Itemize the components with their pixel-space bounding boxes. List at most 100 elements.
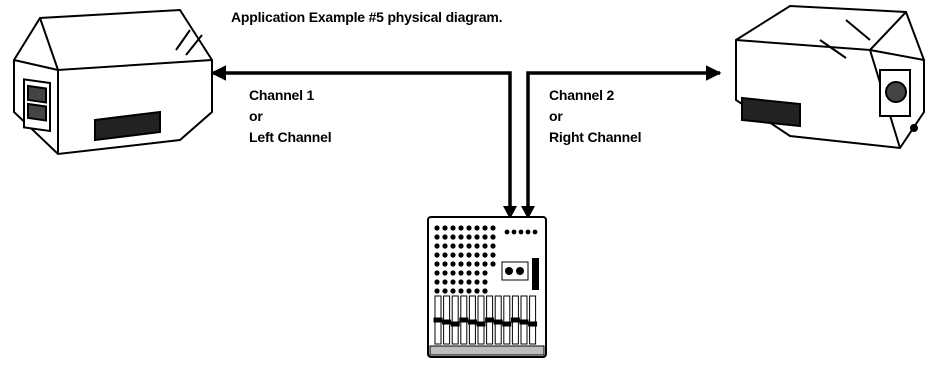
mixer-knob	[466, 261, 472, 267]
right-label-line2: or	[549, 108, 563, 124]
mixer-knob	[474, 234, 480, 240]
mixer-knob	[466, 225, 472, 231]
mixer-knob	[458, 279, 464, 285]
mixer-knob	[466, 270, 472, 276]
mixer-knob	[466, 252, 472, 258]
mixer-knob	[434, 279, 440, 285]
mixer-knob	[466, 279, 472, 285]
mixer-knob	[490, 243, 496, 249]
mixer-knob	[442, 261, 448, 267]
mixer-fader-cap	[493, 319, 503, 325]
mixer-knob	[442, 279, 448, 285]
mixer-fader-cap	[450, 321, 460, 327]
mixer-knob	[474, 288, 480, 294]
right-channel-label: Channel 2 or Right Channel	[549, 85, 641, 148]
mixer-fader-cap	[467, 319, 477, 325]
mixer-knob	[450, 225, 456, 231]
mixer-knob	[490, 234, 496, 240]
mixer-fader-strip	[503, 295, 511, 345]
left-label-line1: Channel 1	[249, 87, 315, 103]
mixer-knob	[482, 225, 488, 231]
mixer-knob	[482, 288, 488, 294]
diagram-caption: Application Example #5 physical diagram.	[231, 9, 503, 25]
mixer-knob	[482, 261, 488, 267]
mixer-fader-cap	[502, 321, 512, 327]
mixer-knob	[466, 234, 472, 240]
mixer-knob	[490, 261, 496, 267]
mixer-knob	[442, 225, 448, 231]
mixer-fader-cap	[485, 317, 495, 323]
mixer-knob	[474, 252, 480, 258]
mixer-knob	[434, 252, 440, 258]
right-speaker	[735, 4, 925, 150]
mixer-knob	[482, 243, 488, 249]
left-label-line2: or	[249, 108, 263, 124]
mixer-knob	[474, 261, 480, 267]
mixer-knob	[511, 229, 517, 235]
mixer-knob	[458, 252, 464, 258]
mixer-knob	[482, 252, 488, 258]
connection-left	[210, 65, 512, 214]
mixer-knob	[525, 229, 531, 235]
mixer-fader-strip	[451, 295, 459, 345]
right-label-line1: Channel 2	[549, 87, 615, 103]
mixer-knob	[474, 279, 480, 285]
mixer-fader-cap	[519, 319, 529, 325]
mixer-knob	[458, 225, 464, 231]
mixer-knob	[490, 252, 496, 258]
mixer-knob	[442, 288, 448, 294]
mixer-knob	[442, 243, 448, 249]
mixer-knob	[442, 252, 448, 258]
mixer-fader-cap	[476, 321, 486, 327]
mixer-knob	[458, 270, 464, 276]
connection-right-arrowhead	[521, 206, 535, 219]
mixer-knob	[474, 225, 480, 231]
mixer-knob	[450, 243, 456, 249]
mixer-knob	[434, 234, 440, 240]
mixer-fader-cap	[433, 317, 443, 323]
mixer-knob	[474, 243, 480, 249]
mixer-knob	[450, 279, 456, 285]
left-channel-label: Channel 1 or Left Channel	[249, 85, 332, 148]
mixer	[427, 216, 547, 358]
mixer-knob	[466, 288, 472, 294]
mixer-knob	[442, 270, 448, 276]
connection-right	[526, 65, 722, 214]
mixer-knob	[450, 288, 456, 294]
right-label-line3: Right Channel	[549, 129, 642, 145]
mixer-knob	[434, 243, 440, 249]
mixer-knob	[434, 261, 440, 267]
mixer-knob	[474, 270, 480, 276]
mixer-knob	[450, 252, 456, 258]
mixer-knob	[450, 270, 456, 276]
connection-left-arrowhead	[503, 206, 517, 219]
mixer-knob	[450, 261, 456, 267]
mixer-knob	[458, 261, 464, 267]
mixer-knob	[482, 270, 488, 276]
mixer-knob	[518, 229, 524, 235]
left-label-line3: Left Channel	[249, 129, 332, 145]
mixer-fader-cap	[510, 317, 520, 323]
mixer-knob	[482, 279, 488, 285]
mixer-knob	[434, 225, 440, 231]
mixer-knob	[504, 229, 510, 235]
mixer-knob	[532, 229, 538, 235]
mixer-knob	[450, 234, 456, 240]
mixer-knob	[458, 243, 464, 249]
mixer-knob	[482, 234, 488, 240]
mixer-knob	[434, 288, 440, 294]
mixer-fader-cap	[528, 321, 538, 327]
left-speaker	[13, 8, 213, 156]
mixer-fader-strip	[529, 295, 537, 345]
mixer-fader-cap	[442, 319, 452, 325]
mixer-knob	[458, 288, 464, 294]
mixer-knob	[458, 234, 464, 240]
mixer-knob	[490, 225, 496, 231]
mixer-fader-cap	[459, 317, 469, 323]
mixer-knob	[442, 234, 448, 240]
mixer-knob	[466, 243, 472, 249]
mixer-knob	[434, 270, 440, 276]
mixer-fader-strip	[477, 295, 485, 345]
